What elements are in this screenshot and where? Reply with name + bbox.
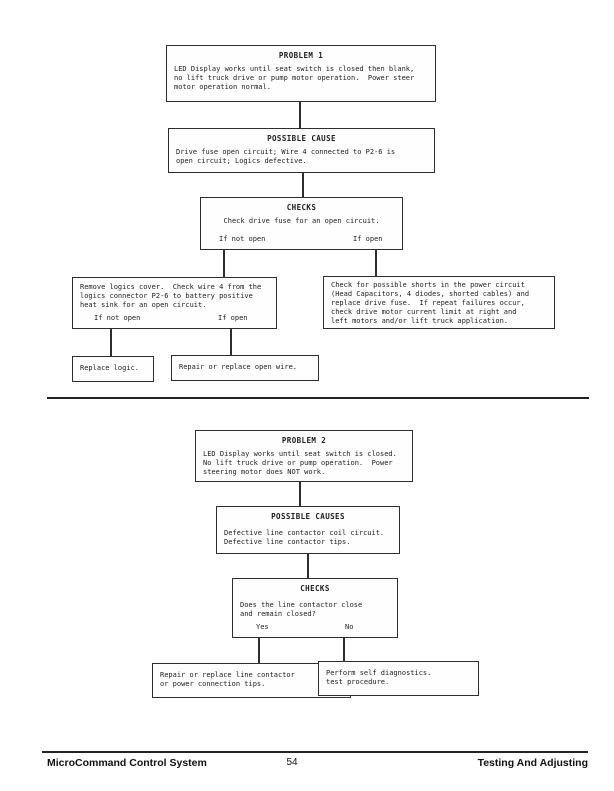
wire-check-branch-if-open: If open (218, 314, 248, 322)
wire-check-branch-if-not-open: If not open (94, 314, 141, 322)
footer-page-number: 54 (286, 757, 298, 768)
footer-section-title: Testing And Adjusting (477, 757, 588, 769)
checks2-title: CHECKS (300, 584, 330, 593)
possible-cause1-box: POSSIBLE CAUSE Drive fuse open circuit; … (168, 128, 435, 173)
self-diagnostics-box: Perform self diagnostics. test procedure… (318, 661, 479, 696)
problem2-title: PROBLEM 2 (281, 436, 327, 445)
checks2-branch-no: No (345, 623, 354, 631)
replace-logic-box: Replace logic. (72, 356, 154, 382)
checks2-box: CHECKS Does the line contactor close and… (232, 578, 398, 638)
repair-wire-box: Repair or replace open wire. (171, 355, 319, 381)
problem2-description: LED Display works until seat switch is c… (203, 450, 397, 477)
problem1-description: LED Display works until seat switch is c… (174, 65, 415, 92)
possible-cause1-description: Drive fuse open circuit; Wire 4 connecte… (176, 148, 396, 166)
connector-line (258, 637, 260, 665)
repair-contactor-label: Repair or replace line contactor or powe… (160, 671, 295, 689)
wire-check-description: Remove logics cover. Check wire 4 from t… (80, 283, 262, 310)
possible-causes2-title: POSSIBLE CAUSES (271, 512, 345, 521)
replace-logic-label: Replace logic. (80, 364, 140, 372)
problem1-box: PROBLEM 1 LED Display works until seat s… (166, 45, 436, 102)
shorts-action-box: Check for possible shorts in the power c… (323, 276, 555, 329)
connector-line (307, 553, 309, 578)
checks1-box: CHECKS Check drive fuse for an open circ… (200, 197, 403, 250)
footer-rule (42, 751, 588, 753)
possible-causes2-box: POSSIBLE CAUSES Defective line contactor… (216, 506, 400, 554)
self-diagnostics-label: Perform self diagnostics. test procedure… (326, 669, 432, 687)
problem2-box: PROBLEM 2 LED Display works until seat s… (195, 430, 413, 482)
checks2-description: Does the line contactor close and remain… (240, 601, 363, 619)
shorts-action-description: Check for possible shorts in the power c… (331, 281, 530, 325)
checks1-title: CHECKS (286, 203, 317, 212)
connector-line (110, 328, 112, 357)
connector-line (223, 249, 225, 278)
connector-line (343, 637, 345, 663)
checks1-branch-if-not-open: If not open (219, 235, 266, 243)
repair-contactor-box: Repair or replace line contactor or powe… (152, 663, 351, 698)
connector-line (375, 249, 377, 277)
possible-causes2-description: Defective line contactor coil circuit. D… (224, 529, 385, 547)
connector-line (299, 481, 301, 506)
problem1-title: PROBLEM 1 (278, 51, 324, 60)
section-divider (47, 397, 589, 399)
possible-cause1-title: POSSIBLE CAUSE (267, 134, 336, 143)
checks2-branch-yes: Yes (256, 623, 269, 631)
checks1-branch-if-open: If open (353, 235, 383, 243)
wire-check-box: Remove logics cover. Check wire 4 from t… (72, 277, 277, 329)
repair-wire-label: Repair or replace open wire. (179, 363, 298, 371)
connector-line (302, 172, 304, 198)
footer-product-name: MicroCommand Control System (47, 757, 207, 769)
connector-line (230, 328, 232, 356)
checks1-description: Check drive fuse for an open circuit. (223, 217, 380, 225)
connector-line (299, 101, 301, 129)
